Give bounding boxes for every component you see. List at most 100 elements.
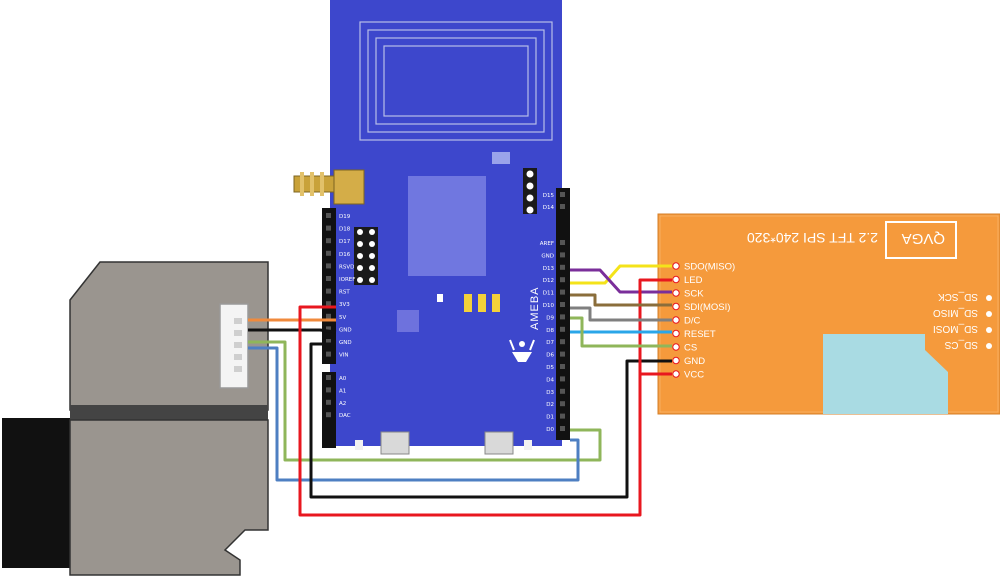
left-pin-dot <box>326 412 331 418</box>
right-pin-label: D0 <box>546 427 554 433</box>
right-pin-dot <box>560 326 565 332</box>
tft-pin-label: GND <box>684 356 705 367</box>
nfc-pad <box>492 152 510 164</box>
left-pin-dot <box>326 263 331 269</box>
right-pin-label: D6 <box>546 353 554 359</box>
right-pin-label: D13 <box>543 266 555 272</box>
tft-display: 2.2 TFT SPI 240*320 QVGA SDO(MISO)LEDSCK… <box>657 213 1000 415</box>
right-pin-label: D12 <box>543 278 554 284</box>
wire-sck <box>570 268 672 294</box>
right-pin-dot <box>560 401 565 407</box>
left-pin-label: D17 <box>339 239 351 245</box>
left-pin-dot <box>326 387 331 393</box>
camera-body-bottom <box>69 419 269 576</box>
sd-pin-label: SD_MOSI <box>933 323 978 334</box>
camera-connector-pins <box>234 318 242 372</box>
right-pin-label: D2 <box>546 402 554 408</box>
tft-pin-label: CS <box>684 343 697 354</box>
right-pin-dot <box>560 264 565 270</box>
board-brand: AMEBA <box>529 286 541 330</box>
nfc-antenna <box>359 21 553 141</box>
right-pin-label: D3 <box>546 390 554 396</box>
tft-pin-dot <box>672 356 680 365</box>
sd-pin-label: SD_MISO <box>933 307 978 318</box>
wifi-module <box>408 176 486 276</box>
right-pin-dot <box>560 351 565 357</box>
ameba-board: AMEBA D19D18D17D16RSVDIOREFRST3V35VGNDGN… <box>293 0 570 455</box>
usb-ports <box>355 431 532 455</box>
tft-pin-dot <box>672 316 680 324</box>
wire-camera-gnd <box>248 328 337 334</box>
antenna-connector <box>293 169 365 205</box>
sd-pin-dot <box>986 295 992 301</box>
left-pin-dot <box>326 301 331 307</box>
right-pin-label: D14 <box>543 205 555 211</box>
right-pin-dot <box>560 192 565 197</box>
right-header-pin-labels: D15D14AREFGNDD13D12D11D10D9D8D7D6D5D4D3D… <box>540 192 565 433</box>
left-header <box>322 208 336 364</box>
right-pin-label: D7 <box>546 340 554 346</box>
tft-pin-dot <box>672 343 680 351</box>
left-pin-dot <box>326 225 331 231</box>
camera-band <box>70 405 268 420</box>
tft-pin-dot <box>672 289 680 297</box>
sd-pin-dot <box>986 343 992 349</box>
left-pin-label: DAC <box>339 413 351 419</box>
sd-pin-label: SD_SCK <box>938 291 978 302</box>
left-pin-label: 3V3 <box>339 302 350 308</box>
left-pin-label: A1 <box>339 388 346 394</box>
qvga-badge-frame <box>885 221 957 259</box>
right-pin-label: D10 <box>543 303 555 309</box>
right-pin-label: D1 <box>546 415 554 421</box>
left-pin-label: RSVD <box>339 264 354 270</box>
left-pin-dot <box>326 288 331 294</box>
wire-gnd <box>309 342 672 499</box>
tft-pin-dot <box>672 370 680 378</box>
right-pin-label: D8 <box>546 328 554 334</box>
left-pin-label: 5V <box>339 315 346 321</box>
right-pin-dot <box>560 302 565 307</box>
left-pin-label: VIN <box>339 353 349 359</box>
left-pin-label: A0 <box>339 376 347 382</box>
left-pin-label: A2 <box>339 401 346 407</box>
left-header-analog <box>322 372 336 448</box>
right-pin-label: GND <box>541 253 554 259</box>
tft-pin-label: VCC <box>684 370 704 381</box>
left-pin-dot <box>326 375 331 380</box>
sd-pin-dot <box>986 327 992 333</box>
left-pin-dot <box>326 351 331 357</box>
wire-camera-rx <box>248 346 580 482</box>
right-header <box>556 188 570 440</box>
right-pin-label: D15 <box>543 193 555 199</box>
camera-module <box>2 261 269 576</box>
right-pin-dot <box>560 413 565 419</box>
right-pin-dot <box>560 240 565 245</box>
left-pin-dot <box>326 313 331 319</box>
right-pin-dot <box>560 277 565 283</box>
wire-led <box>638 278 672 374</box>
tft-pin-dot <box>672 275 680 284</box>
tft-pin-dot <box>672 262 680 270</box>
status-leds <box>437 294 500 312</box>
camera-body-top <box>69 261 269 411</box>
wire-camera-tx <box>248 340 602 462</box>
tft-pin-label: SDO(MISO) <box>684 262 735 273</box>
left-pin-dot <box>326 238 331 244</box>
left-pin-label: GND <box>339 340 352 346</box>
right-pin-label: D9 <box>546 315 554 321</box>
tft-title: 2.2 TFT SPI 240*320 <box>747 230 878 246</box>
right-pin-dot <box>560 314 565 320</box>
tft-pin-dot <box>672 302 680 311</box>
right-pin-label: D5 <box>546 365 554 371</box>
left-pin-dot <box>326 339 331 344</box>
right-pin-dot <box>560 426 565 431</box>
right-pin-dot <box>560 376 565 382</box>
right-pin-dot <box>560 364 565 369</box>
wires <box>248 264 672 517</box>
tft-pin-label: D/C <box>684 316 701 327</box>
left-pin-dot <box>326 399 331 405</box>
tft-pin-label: LED <box>684 275 703 286</box>
